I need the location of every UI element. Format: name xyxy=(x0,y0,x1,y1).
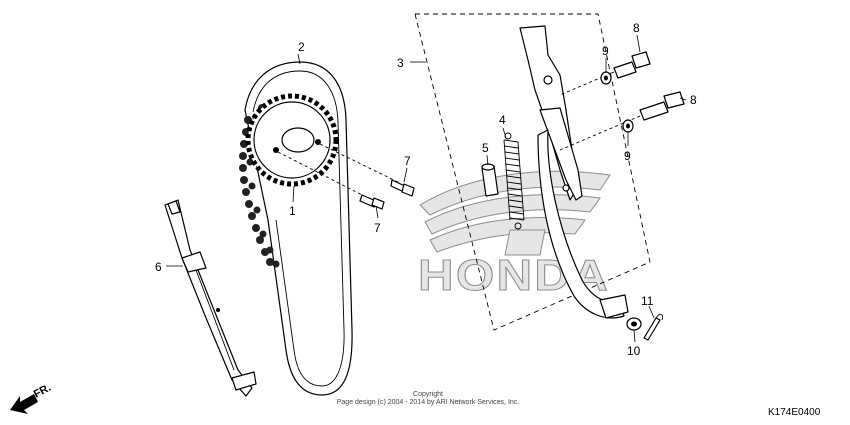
sprocket-bolt-upper xyxy=(319,143,415,197)
tensioner-bolt-lower xyxy=(559,91,685,151)
callout-9-lower: 9 xyxy=(624,149,631,163)
callout-7-lower: 7 xyxy=(374,221,381,235)
pin-washer xyxy=(626,317,642,331)
copyright-line-1: Copyright xyxy=(413,391,443,398)
leader-lines xyxy=(166,34,687,343)
cam-chain-tensioner-arm xyxy=(519,25,629,319)
callout-11: 11 xyxy=(641,294,654,308)
cotter-pin xyxy=(643,313,663,341)
front-direction-indicator: FR. xyxy=(10,382,53,414)
tensioner-bolt-upper xyxy=(559,51,651,96)
callout-1: 1 xyxy=(289,204,296,218)
callout-8-lower: 8 xyxy=(690,93,697,107)
diagram-code: K174E0400 xyxy=(768,407,821,418)
sprocket-bolt-hole-upper xyxy=(315,139,321,145)
callout-3: 3 xyxy=(397,56,404,70)
washer-lower xyxy=(622,119,634,133)
cam-chain-guide xyxy=(164,199,257,397)
callout-8-upper: 8 xyxy=(633,21,640,35)
front-arrow-icon xyxy=(10,394,38,414)
sprocket-bolt-hole-lower xyxy=(273,147,279,153)
callout-2: 2 xyxy=(298,40,305,54)
callout-4: 4 xyxy=(499,113,506,127)
callout-5: 5 xyxy=(482,141,489,155)
callout-9-upper: 9 xyxy=(602,44,609,58)
tensioner-spring xyxy=(503,132,525,230)
washer-upper xyxy=(600,71,612,85)
tensioner-group-outline xyxy=(414,13,651,331)
cam-sprocket xyxy=(245,93,339,187)
tensioner-push-rod xyxy=(481,163,499,197)
callout-7-upper: 7 xyxy=(404,154,411,168)
sprocket-bolt-lower xyxy=(277,151,385,210)
callout-labels: 1 2 3 4 5 6 7 7 8 8 9 9 10 11 xyxy=(155,21,697,358)
front-label: FR. xyxy=(32,382,53,401)
callout-10: 10 xyxy=(627,344,641,358)
callout-6: 6 xyxy=(155,260,162,274)
copyright-line-2: Page design (c) 2004 - 2014 by ARI Netwo… xyxy=(337,399,520,406)
